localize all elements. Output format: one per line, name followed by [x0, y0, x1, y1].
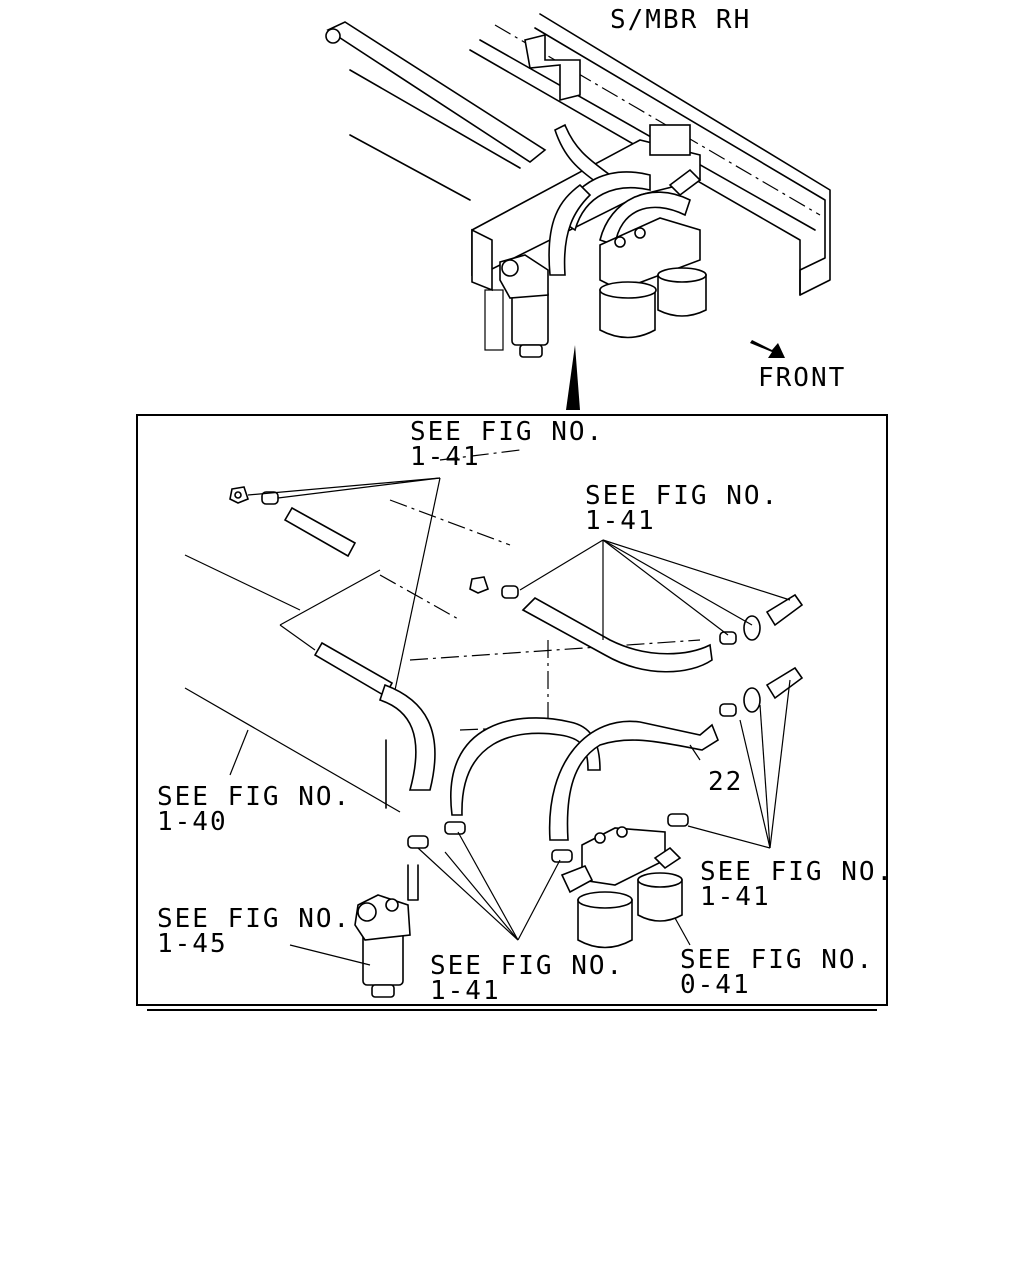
callout-ref: 1-41: [585, 506, 656, 536]
callout-see-fig: SEE FIG NO.: [157, 904, 352, 934]
callout-see-fig: SEE FIG NO.: [680, 945, 875, 975]
detail-pointer: [566, 345, 580, 410]
label-front: FRONT: [758, 363, 847, 393]
fuel-pipe-upper: [325, 21, 547, 201]
clamp-icon: [743, 615, 761, 641]
clamp-icon: [469, 576, 489, 594]
detail-frame: [136, 414, 888, 1006]
clamp-icon: [667, 813, 689, 827]
detail-hoses: [283, 506, 804, 841]
callout-see-fig: SEE FIG NO.: [157, 782, 352, 812]
callout-top-right: SEE FIG NO. 1-41: [585, 481, 780, 536]
callout-right-clamps: SEE FIG NO. 1-41: [700, 857, 895, 912]
sediment-filter: [354, 864, 419, 998]
clamp-icon: [407, 835, 429, 849]
hose-bent-left: [378, 683, 436, 791]
clamp-icon: [501, 585, 519, 599]
callout-ref: 1-45: [157, 929, 228, 959]
hose-short-upper: [283, 506, 357, 558]
front-arrow-icon: [750, 340, 785, 358]
callout-frame: SEE FIG NO. 1-40: [157, 782, 352, 837]
callout-sediment-filter: SEE FIG NO. 1-45: [157, 904, 352, 959]
callout-dual-filter: SEE FIG NO. 0-41: [680, 945, 875, 1000]
clamp-icon: [743, 687, 761, 713]
detail-frame-lines: [184, 449, 701, 813]
callout-ref: 1-41: [410, 442, 481, 472]
callout-see-fig: SEE FIG NO.: [410, 417, 605, 447]
part-number-22: 22: [708, 767, 744, 797]
hose-right-lower: [765, 666, 804, 700]
overview-dual-filter: [599, 217, 707, 339]
callout-bottom-clamps: SEE FIG NO. 1-41: [430, 951, 625, 1006]
callout-ref: 1-40: [157, 807, 228, 837]
clamp-icon: [551, 849, 573, 863]
overview-hoses: [548, 123, 702, 276]
callout-ref: 1-41: [700, 882, 771, 912]
hose-loop: [449, 717, 601, 816]
overview-assembly: [325, 13, 831, 410]
dual-fuel-filter: [560, 826, 683, 949]
callout-ref: 0-41: [680, 970, 751, 1000]
side-member-rh: [469, 13, 831, 296]
clamp-icon: [229, 486, 249, 504]
callout-see-fig: SEE FIG NO.: [700, 857, 895, 887]
leader-lines: [229, 477, 791, 966]
clamp-icon: [719, 631, 737, 645]
hose-clamps: [229, 486, 761, 863]
callout-ref: 1-41: [430, 976, 501, 1006]
hose-right-upper: [765, 593, 804, 627]
hose-part-22: [548, 720, 719, 841]
hose-u-top: [521, 597, 713, 673]
callout-see-fig: SEE FIG NO.: [585, 481, 780, 511]
callout-top-left: SEE FIG NO. 1-41: [410, 417, 605, 472]
hose-short-lower: [313, 641, 394, 698]
callout-see-fig: SEE FIG NO.: [430, 951, 625, 981]
overview-sediment-filter: [484, 254, 549, 358]
clamp-icon: [719, 703, 737, 717]
label-side-member: S/MBR RH: [610, 5, 752, 35]
clamp-icon: [444, 821, 466, 835]
